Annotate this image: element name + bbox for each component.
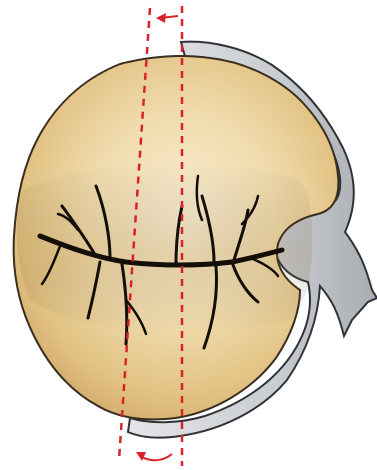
curved-arrow-left-icon [136, 452, 172, 461]
arrow-left-icon [156, 13, 178, 23]
cusp-shading [17, 162, 313, 333]
